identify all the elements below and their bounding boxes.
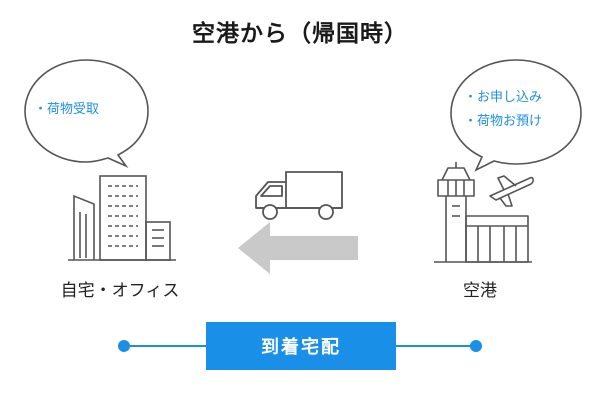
left-speech-bubble <box>24 59 149 168</box>
right-speech-bubble <box>450 59 582 172</box>
airport-tower-icon <box>434 162 534 263</box>
left-arrow-icon <box>238 222 358 274</box>
arrival-delivery-badge: 到着宅配 <box>206 322 396 370</box>
delivery-truck-icon <box>255 171 343 220</box>
airport-label: 空港 <box>463 281 497 301</box>
right-connector-line <box>396 345 476 347</box>
right-connector-dot <box>470 340 482 352</box>
office-building-icon <box>68 175 176 261</box>
left-connector-line <box>124 345 206 347</box>
left-bubble-item: ・荷物受取 <box>34 102 100 117</box>
right-bubble-item-2: ・荷物お預け <box>464 114 543 129</box>
page-title: 空港から（帰国時） <box>192 21 408 47</box>
home-office-label: 自宅・オフィス <box>60 281 180 301</box>
right-bubble-item-1: ・お申し込み <box>464 90 543 105</box>
